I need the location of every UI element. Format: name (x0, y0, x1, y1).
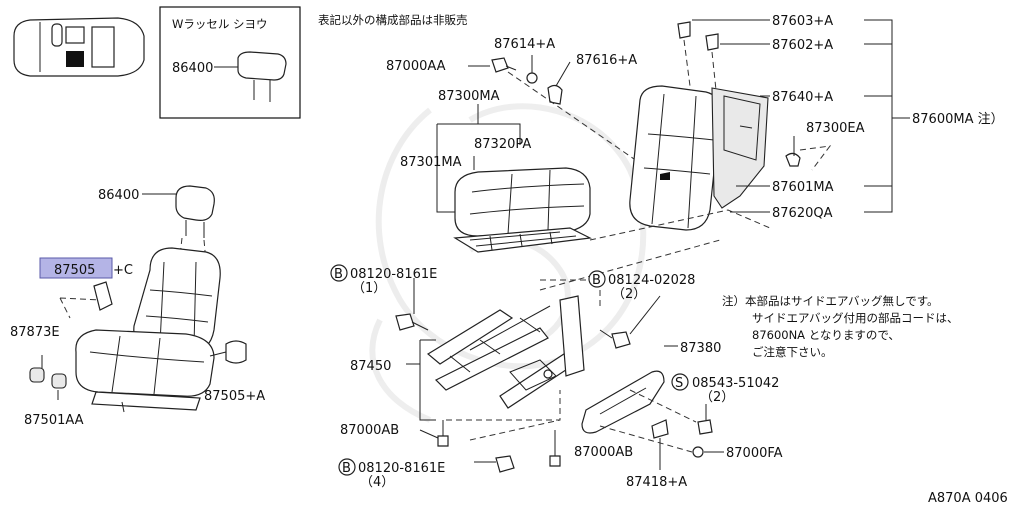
label-87300EA: 87300EA (806, 121, 865, 136)
label-87000AB-left: 87000AB (340, 423, 399, 438)
bolt-marker-b3: B (338, 458, 356, 476)
small-bolts-top (468, 55, 571, 105)
label-87601MA: 87601MA (772, 180, 834, 195)
bolt-marker-b1: B (330, 264, 348, 282)
label-87505-c-suffix: +C (113, 263, 133, 278)
label-87300MA: 87300MA (438, 89, 500, 104)
label-87600MA: 87600MA 注） (912, 112, 1004, 127)
watermark (369, 103, 647, 423)
circle-letter-s1: S (675, 376, 683, 391)
label-87380: 87380 (680, 341, 721, 356)
label-87614-a: 87614+A (494, 37, 555, 52)
label-87620QA: 87620QA (772, 206, 833, 221)
label-87603-a: 87603+A (772, 14, 833, 29)
label-87418-a: 87418+A (626, 475, 687, 490)
label-b2-qty: （2） (612, 287, 646, 302)
label-87640-a: 87640+A (772, 90, 833, 105)
circle-letter-b1: B (334, 267, 343, 282)
label-87602-a: 87602+A (772, 38, 833, 53)
inset-box: Wラッセル シヨウ 86400 (159, 6, 301, 119)
label-87501AA: 87501AA (24, 413, 84, 428)
note-header: 表記以外の構成部品は非販売 (318, 13, 468, 27)
label-s1-qty: （2） (700, 390, 734, 405)
label-87000FA: 87000FA (726, 446, 783, 461)
footnote: 注）本部品はサイドエアバッグ無しです。 サイドエアバッグ付用の部品コードは、 8… (722, 294, 959, 359)
label-87000AA-top: 87000AA (386, 59, 446, 74)
footnote-line3: 87600NA となりますので、 (752, 328, 900, 342)
bolts-center (395, 313, 631, 473)
bolt-marker-b2: B (588, 270, 606, 288)
label-b1-qty: （1） (352, 281, 386, 296)
car-position-icon (13, 17, 145, 77)
label-87505-c-number[interactable]: 87505 (54, 263, 95, 278)
headrest-inset (237, 51, 287, 102)
seatback-assembly (629, 21, 801, 231)
screw-marker-s1: S (671, 373, 689, 391)
label-b2-code: 08124-02028 (608, 273, 695, 288)
footnote-line1: 注）本部品はサイドエアバッグ無しです。 (722, 294, 939, 308)
highlight-87505-c[interactable] (39, 257, 113, 279)
label-s1-code: 08543-51042 (692, 376, 779, 391)
label-86400: 86400 (98, 188, 139, 203)
footnote-line4: ご注意下さい。 (752, 345, 833, 359)
label-b3-qty: （4） (360, 475, 394, 490)
cushion-assembly (453, 167, 593, 253)
label-b1-code: 08120-8161E (350, 267, 437, 282)
label-87873E: 87873E (10, 325, 60, 340)
label-87320PA: 87320PA (474, 137, 531, 152)
label-87450: 87450 (350, 359, 391, 374)
circle-letter-b2: B (592, 273, 601, 288)
diagram-code: A870A 0406 (928, 491, 1008, 506)
circle-letter-b3: B (342, 461, 351, 476)
side-trim-87380 (581, 370, 713, 458)
label-b3-code: 08120-8161E (358, 461, 445, 476)
seat-rails (426, 295, 585, 409)
inset-part-86400: 86400 (172, 61, 213, 76)
seat-assembly-left (29, 185, 247, 413)
label-87301MA: 87301MA (400, 155, 462, 170)
label-87616-a: 87616+A (576, 53, 637, 68)
footnote-line2: サイドエアバッグ付用の部品コードは、 (752, 311, 959, 325)
label-87505-a: 87505+A (204, 389, 265, 404)
label-87000AB-right: 87000AB (574, 445, 633, 460)
inset-title: Wラッセル シヨウ (172, 17, 268, 31)
